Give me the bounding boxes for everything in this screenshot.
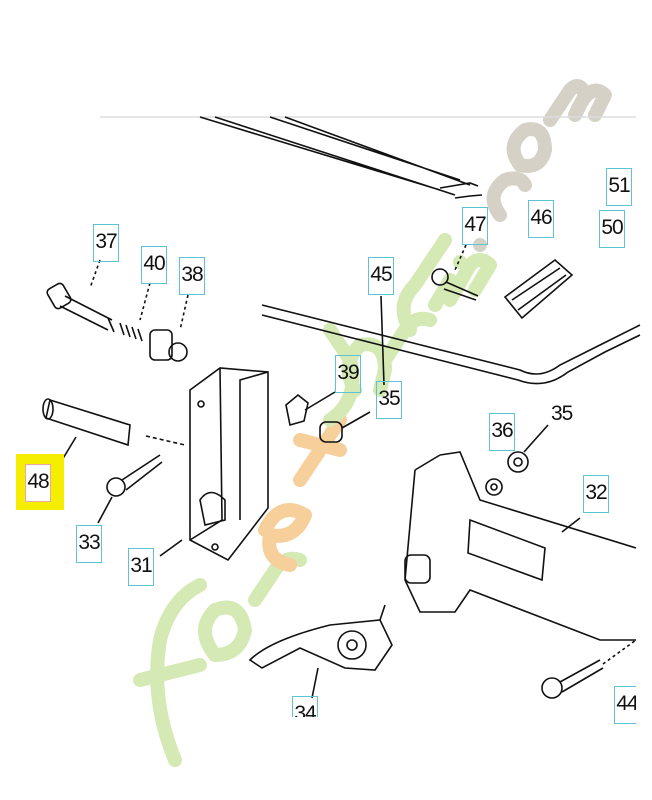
part-label-51[interactable]: 51: [606, 168, 632, 206]
part-36-washer: [485, 478, 503, 496]
part-37-bolt: [46, 259, 115, 333]
part-label-32[interactable]: 32: [583, 475, 609, 513]
part-label-50[interactable]: 50: [599, 210, 625, 248]
part-33-screw: [97, 454, 163, 524]
part-34-lever: [248, 604, 393, 699]
part-39-clip: [285, 391, 336, 427]
part-label-39[interactable]: 39: [335, 355, 361, 393]
part-label-34-clip: 34: [292, 696, 322, 717]
part-label-44[interactable]: 44: [614, 686, 636, 724]
part-label-36[interactable]: 36: [489, 413, 515, 451]
part-35-nut-2: [507, 424, 549, 473]
part-35-nut: [319, 411, 371, 443]
cables: [199, 116, 483, 199]
part-label-35[interactable]: 35: [376, 381, 402, 419]
part-38-bushing: [149, 294, 189, 362]
part-label-38[interactable]: 38: [179, 257, 205, 295]
part-48-handle: [42, 398, 186, 471]
part-45-rod: [261, 295, 641, 386]
part-label-33[interactable]: 33: [76, 525, 102, 563]
part-44-screw: [541, 639, 637, 699]
part-47-screw: [431, 244, 479, 301]
part-31-bracket: [159, 367, 269, 562]
part-label-44-clip: 44: [614, 686, 636, 726]
part-32-frame: [404, 451, 637, 641]
part-label-46[interactable]: 46: [528, 200, 554, 238]
part-label-35-unboxed[interactable]: 35: [551, 402, 573, 425]
part-label-37[interactable]: 37: [93, 224, 119, 262]
part-label-34[interactable]: 34: [292, 696, 318, 717]
part-label-48[interactable]: 48: [25, 464, 51, 502]
part-label-40[interactable]: 40: [141, 246, 167, 284]
highlighted-part-48[interactable]: 48: [16, 454, 64, 510]
part-label-45[interactable]: 45: [368, 257, 394, 295]
part-label-47[interactable]: 47: [462, 207, 488, 245]
part-label-31[interactable]: 31: [128, 548, 154, 586]
part-40-spring: [119, 282, 151, 342]
part-46-clamp: [503, 258, 574, 320]
